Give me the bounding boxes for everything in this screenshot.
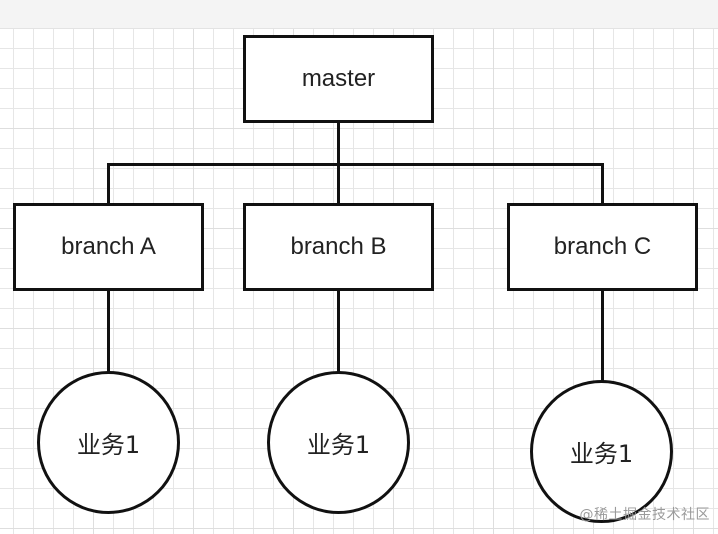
branch-b-label: branch B	[290, 233, 387, 260]
branch-b-node[interactable]: branch B	[243, 203, 434, 291]
master-node[interactable]: master	[243, 35, 434, 123]
task-c-label: 业务1	[569, 440, 634, 468]
watermark: @稀土掘金技术社区	[579, 507, 710, 523]
branch-a-label: branch A	[61, 233, 156, 260]
connector-to-branch-b	[337, 163, 340, 205]
master-label: master	[301, 65, 376, 92]
task-b-label: 业务1	[306, 431, 371, 459]
branch-c-node[interactable]: branch C	[507, 203, 698, 291]
top-bar	[0, 0, 718, 29]
task-c-node[interactable]: 业务1	[530, 380, 673, 523]
connector-master-trunk	[337, 120, 340, 166]
task-a-node[interactable]: 业务1	[37, 371, 180, 514]
branch-a-node[interactable]: branch A	[13, 203, 204, 291]
task-a-label: 业务1	[76, 431, 141, 459]
connector-to-branch-c	[601, 163, 604, 205]
branch-c-label: branch C	[553, 233, 652, 260]
connector-horizontal-bus	[107, 163, 604, 166]
task-b-node[interactable]: 业务1	[267, 371, 410, 514]
connector-branch-a-task	[107, 289, 110, 374]
connector-to-branch-a	[107, 163, 110, 205]
connector-branch-b-task	[337, 289, 340, 374]
connector-branch-c-task	[601, 289, 604, 383]
